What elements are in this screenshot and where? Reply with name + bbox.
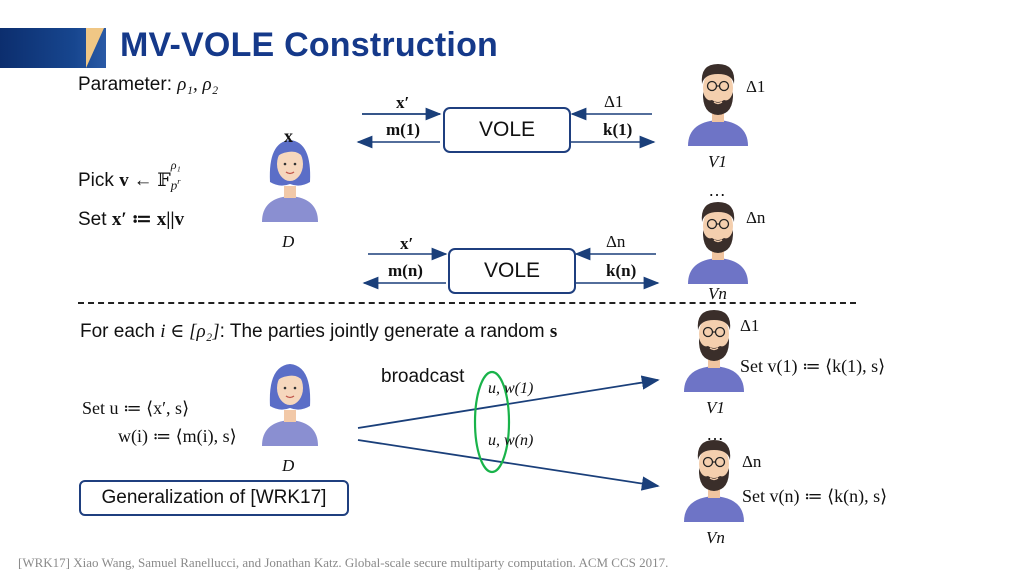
verifiern-set-v: Set v(n) ≔ ⟨k(n), s⟩ [742, 486, 888, 506]
verifiern-name-top: Vn [708, 284, 727, 303]
verifier-1-avatar-top [687, 63, 749, 147]
dealer-name-bottom: D [282, 456, 295, 475]
vole1-m-label: m(1) [386, 120, 420, 139]
vole-box-n: VOLE [448, 248, 576, 294]
dealer-avatar-bottom [261, 363, 319, 447]
verifiern-delta-top: Δn [746, 208, 766, 227]
dealer-x-label: x [284, 126, 293, 146]
title-accent-stripe [86, 28, 104, 68]
set-x-line: Set x′ ≔ x||v [78, 209, 185, 230]
verifier1-set-v: Set v(1) ≔ ⟨k(1), s⟩ [740, 356, 886, 376]
generalization-box: Generalization of [WRK17] [79, 480, 349, 516]
verifier-ellipsis-top: … [708, 180, 726, 200]
verifier1-delta-top: Δ1 [746, 77, 766, 96]
footer-citation: [WRK17] Xiao Wang, Samuel Ranellucci, an… [18, 555, 669, 570]
dealer-avatar-top [261, 139, 319, 223]
verifiern-delta-bottom: Δn [742, 452, 762, 471]
verifier1-name-bottom: V1 [706, 398, 725, 417]
parameter-line: Parameter: ρ₁, ρ₂ [78, 74, 219, 95]
page-title: MV-VOLE Construction [120, 26, 498, 64]
verifier1-name-top: V1 [708, 152, 727, 171]
vole-box-1: VOLE [443, 107, 571, 153]
set-u-line: Set u ≔ ⟨x′, s⟩ [82, 398, 190, 418]
set-w-line: w(i) ≔ ⟨m(i), s⟩ [118, 426, 237, 446]
broadcast-uwn: u, w(n) [488, 432, 534, 449]
verifiern-name-bottom: Vn [706, 528, 725, 547]
broadcast-label: broadcast [381, 366, 465, 387]
pick-line: Pick v ← 𝔽 ρ₁ pr [78, 158, 181, 193]
verifier-n-avatar-bottom [683, 439, 745, 523]
broadcast-arrow-n [357, 439, 660, 491]
volen-m-label: m(n) [388, 261, 423, 280]
verifier1-delta-bottom: Δ1 [740, 316, 760, 335]
volen-k-label: k(n) [606, 261, 637, 280]
verifier-ellipsis-bottom: … [706, 424, 724, 444]
section-divider [78, 302, 856, 304]
vole1-k-label: k(1) [603, 120, 633, 139]
verifier-1-avatar-bottom [683, 309, 745, 393]
broadcast-uw1: u, w(1) [488, 380, 534, 397]
vole1-x-label: x′ [396, 93, 410, 112]
dealer-name-top: D [282, 232, 295, 251]
volen-delta-label: Δn [606, 232, 626, 251]
volen-x-label: x′ [400, 234, 414, 253]
broadcast-ellipse [473, 370, 511, 474]
vole1-delta-label: Δ1 [604, 92, 624, 111]
verifier-n-avatar-top [687, 201, 749, 285]
for-each-line: For each i ∈ [ρ₂]: The parties jointly g… [80, 321, 558, 342]
